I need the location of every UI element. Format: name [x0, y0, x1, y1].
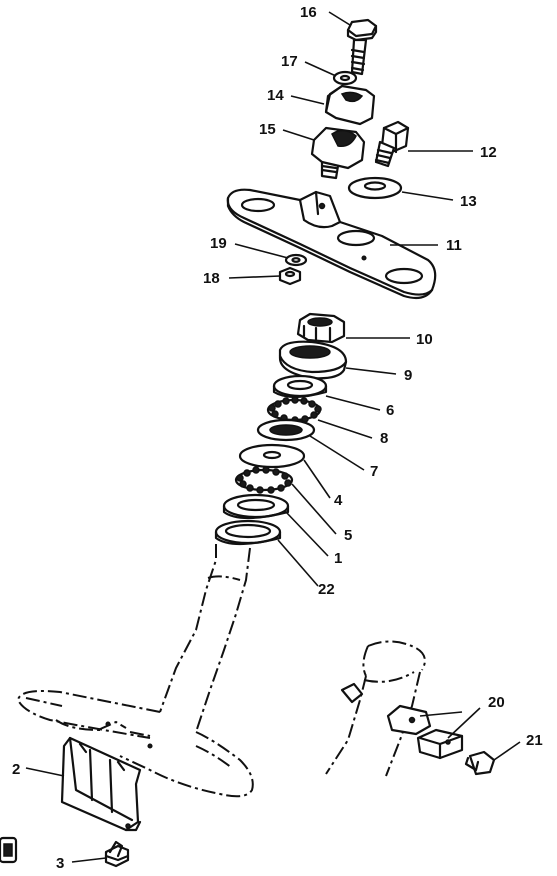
callout-10: 10: [416, 331, 433, 348]
callout-17: 17: [281, 53, 298, 70]
leader-lines: [25, 11, 521, 863]
callout-1: 1: [334, 550, 342, 567]
callout-9: 9: [404, 367, 412, 384]
callout-18: 18: [203, 270, 220, 287]
part-8-ball-bearing: [266, 396, 322, 424]
callout-11: 11: [446, 237, 462, 254]
callout-15: 15: [259, 121, 276, 138]
part-20-clamp: [386, 704, 464, 760]
part-14-upper-clamp: [324, 84, 376, 126]
callout-22: 22: [318, 581, 335, 598]
part-7-race: [256, 418, 316, 442]
callout-8: 8: [380, 430, 388, 447]
part-4-washer: [238, 443, 306, 469]
callout-20: 20: [488, 694, 505, 711]
callout-21: 21: [526, 732, 543, 749]
part-17-washer: [332, 70, 358, 86]
callout-3: 3: [56, 855, 64, 872]
part-5-ball-bearing: [234, 466, 294, 494]
callout-12: 12: [480, 144, 497, 161]
callout-2: 2: [12, 761, 20, 778]
callout-7: 7: [370, 463, 378, 480]
part-12-bolt: [374, 120, 410, 168]
part-1-race: [222, 493, 290, 520]
callout-6: 6: [386, 402, 394, 419]
steering-stem: [16, 544, 254, 798]
part-11-upper-bracket: [226, 188, 437, 300]
part-21-screw: [464, 750, 496, 776]
callout-4: 4: [334, 492, 343, 509]
callout-19: 19: [210, 235, 227, 252]
part-15-lower-clamp: [310, 126, 366, 180]
corner-mark-icon: [0, 836, 18, 864]
callout-5: 5: [344, 527, 352, 544]
part-22-seal: [214, 519, 282, 546]
part-18-nut: [278, 266, 302, 286]
callout-13: 13: [460, 193, 477, 210]
part-2-bracket: [60, 736, 142, 832]
part-13-washer: [347, 176, 403, 200]
part-6-race: [272, 374, 328, 399]
part-19-washer: [284, 253, 308, 267]
part-16-bolt: [346, 18, 378, 76]
callout-16: 16: [300, 4, 317, 21]
callout-labels: 16 17 14 15 12 13 11 19 18 10 9 6 8 7 4 …: [12, 4, 543, 872]
callout-14: 14: [267, 87, 284, 104]
part-10-ring-nut: [296, 312, 346, 344]
part-3-bolt: [104, 840, 130, 868]
part-9-cover: [278, 340, 348, 380]
